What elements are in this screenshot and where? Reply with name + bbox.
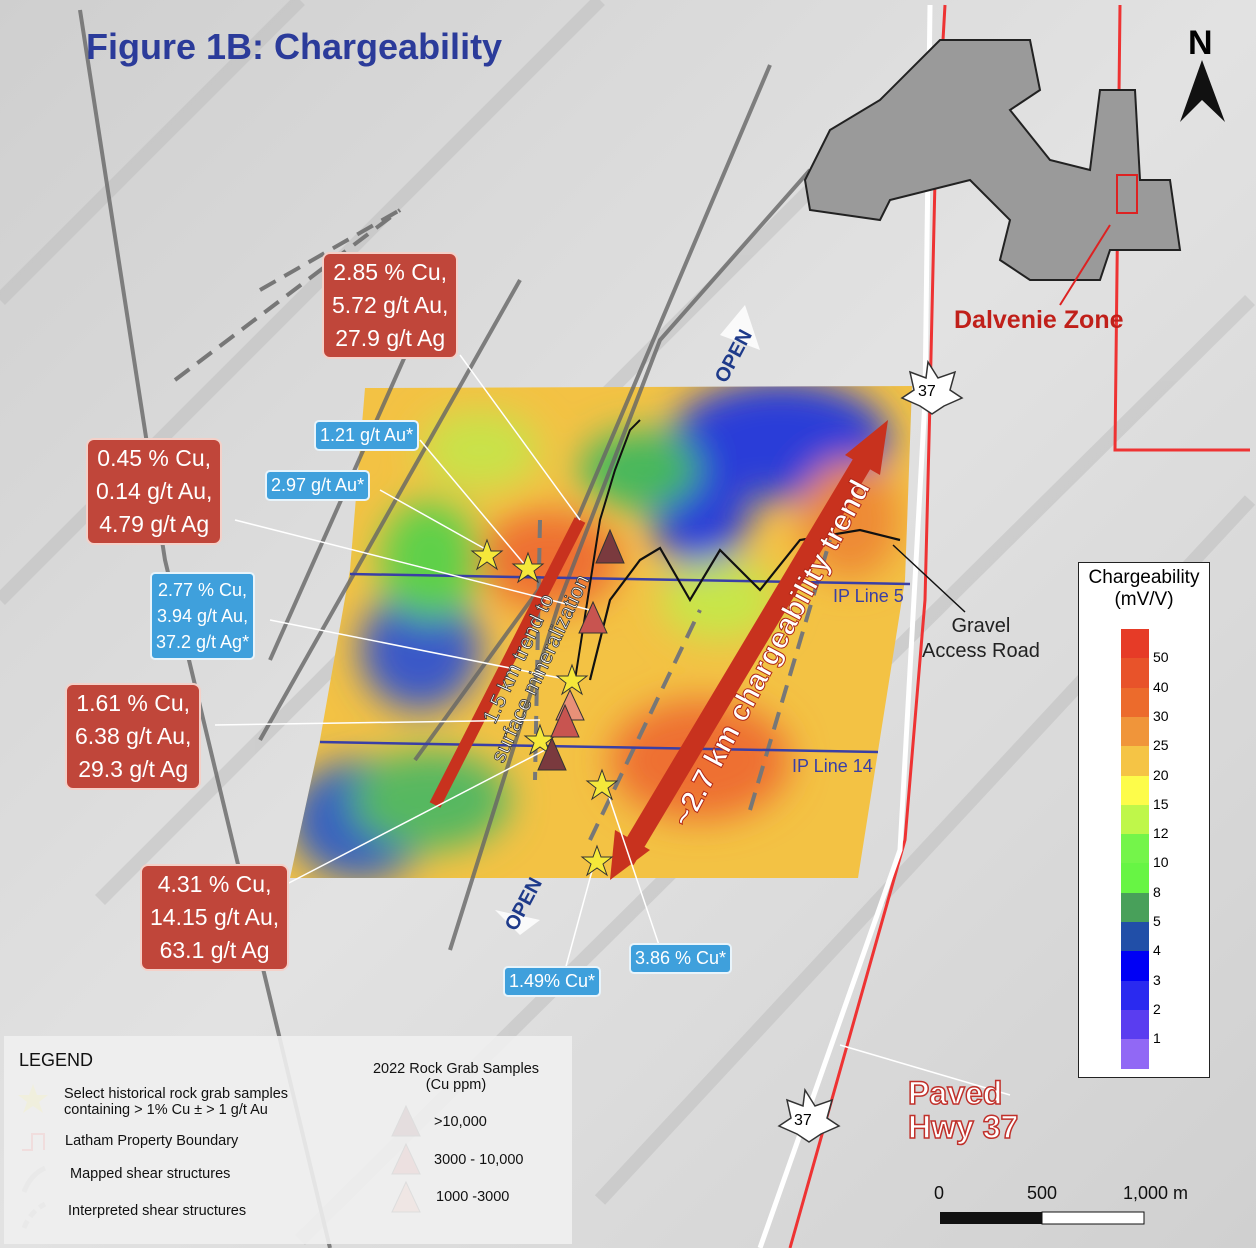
- colorbar-label: 40: [1153, 678, 1169, 695]
- assay-box-red: 2.85 % Cu, 5.72 g/t Au, 27.9 g/t Ag: [322, 252, 459, 359]
- zone-label: Dalvenie Zone: [954, 306, 1124, 334]
- assay-line: 2.77 % Cu,: [158, 580, 248, 600]
- assay-line: 4.79 g/t Ag: [99, 511, 210, 537]
- assay-line: 0.45 % Cu,: [97, 445, 212, 471]
- colorbar-segment: [1121, 1009, 1149, 1040]
- colorbar-label: 2: [1153, 1000, 1161, 1017]
- assay-box-red: 4.31 % Cu, 14.15 g/t Au, 63.1 g/t Ag: [140, 864, 290, 971]
- assay-line: 0.14 g/t Au,: [96, 478, 213, 504]
- colorbar-segment: [1121, 892, 1149, 923]
- road-label-line: Access Road: [922, 640, 1040, 662]
- assay-line: 3.94 g/t Au,: [157, 606, 249, 626]
- colorbar-segment: [1121, 863, 1149, 894]
- sample-class-label: 3000 - 10,000: [434, 1152, 524, 1168]
- colorbar-segment: [1121, 980, 1149, 1011]
- figure-title: Figure 1B: Chargeability: [86, 26, 503, 67]
- colorbar-segment: [1121, 951, 1149, 982]
- scale-label: 0: [934, 1183, 945, 1203]
- chargeability-trend-arrow: [610, 420, 888, 880]
- assay-line: 5.72 g/t Au,: [332, 292, 449, 318]
- historical-sample-stars: [470, 538, 619, 877]
- assay-line: 14.15 g/t Au,: [150, 904, 280, 930]
- assay-box-blue: 1.21 g/t Au*: [314, 420, 420, 451]
- assay-line: 37.2 g/t Ag*: [156, 632, 250, 652]
- colorbar-label: 25: [1153, 737, 1169, 754]
- assay-box-blue: 1.49% Cu*: [503, 966, 602, 997]
- colorbar-title: Chargeability(mV/V): [1079, 567, 1209, 611]
- colorbar-segment: [1121, 687, 1149, 718]
- assay-box-blue: 2.97 g/t Au*: [265, 470, 371, 501]
- road-label-line: Gravel: [951, 615, 1011, 637]
- assay-line: 29.3 g/t Ag: [78, 756, 189, 782]
- highway-label-line: Hwy 37: [907, 1109, 1019, 1145]
- colorbar-segment: [1121, 1039, 1149, 1069]
- colorbar-title-line: Chargeability: [1088, 567, 1200, 588]
- assay-line: 2.85 % Cu,: [333, 259, 448, 285]
- ip-line-label: IP Line 5: [833, 586, 904, 606]
- shield-number: 37: [794, 1112, 812, 1129]
- samples-title-line: 2022 Rock Grab Samples: [372, 1061, 540, 1077]
- colorbar-label: 20: [1153, 766, 1169, 783]
- assay-box-blue: 2.77 % Cu, 3.94 g/t Au, 37.2 g/t Ag*: [150, 572, 256, 660]
- colorbar-label: 3: [1153, 971, 1161, 988]
- legend-label: containing > 1% Cu ± > 1 g/t Au: [64, 1102, 268, 1118]
- legend-interpreted-shear-label: Interpreted shear structures: [68, 1203, 247, 1219]
- assay-box-blue: 3.86 % Cu*: [629, 943, 733, 974]
- highway-shield-icon: [777, 359, 964, 1143]
- colorbar-label: 5: [1153, 913, 1161, 929]
- colorbar-segment: [1121, 775, 1149, 806]
- assay-line: 4.31 % Cu,: [157, 871, 272, 897]
- colorbar-segment: [1121, 629, 1149, 659]
- colorbar-segment: [1121, 746, 1149, 776]
- legend-panel: LEGEND Select historical rock grab sampl…: [4, 1036, 572, 1244]
- colorbar-title-line: (mV/V): [1114, 589, 1174, 610]
- legend-boundary-label: Latham Property Boundary: [65, 1133, 239, 1149]
- assay-line: 1.61 % Cu,: [76, 690, 191, 716]
- ip-line-label: IP Line 14: [792, 756, 873, 776]
- colorbar-segment: [1121, 804, 1149, 835]
- colorbar-segment: [1121, 834, 1149, 864]
- colorbar-segment: [1121, 922, 1149, 952]
- highway-label-line: Paved: [907, 1075, 1003, 1111]
- colorbar-label: 10: [1153, 854, 1169, 871]
- scale-label: 1,000 m: [1123, 1183, 1189, 1203]
- chargeability-grid: [290, 386, 912, 878]
- colorbar-label: 4: [1153, 942, 1161, 959]
- north-arrow-icon: [1180, 60, 1225, 122]
- samples-title-line: (Cu ppm): [425, 1077, 487, 1093]
- colorbar-label: 50: [1153, 649, 1169, 666]
- assay-line: 27.9 g/t Ag: [335, 325, 446, 351]
- colorbar-label: 12: [1153, 825, 1169, 842]
- colorbar-label: 15: [1153, 795, 1169, 812]
- assay-box-red: 1.61 % Cu, 6.38 g/t Au, 29.3 g/t Ag: [65, 683, 202, 790]
- sample-class-label: >10,000: [434, 1114, 487, 1130]
- samples-title: 2022 Rock Grab Samples(Cu ppm): [366, 1061, 546, 1093]
- shield-number: 37: [918, 383, 936, 400]
- legend-label: Select historical rock grab samples: [64, 1086, 289, 1102]
- colorbar-segment: [1121, 716, 1149, 747]
- sample-class-label: 1000 -3000: [436, 1189, 510, 1205]
- legend-mapped-shear-label: Mapped shear structures: [70, 1166, 231, 1182]
- colorbar-segment: [1121, 658, 1149, 689]
- colorbar-label: 8: [1153, 883, 1161, 900]
- assay-line: 6.38 g/t Au,: [75, 723, 192, 749]
- scale-label: 500: [1027, 1183, 1058, 1203]
- colorbar-label: 30: [1153, 707, 1169, 724]
- assay-line: 63.1 g/t Ag: [159, 937, 270, 963]
- colorbar-label: 1: [1153, 1030, 1161, 1047]
- assay-box-red: 0.45 % Cu, 0.14 g/t Au, 4.79 g/t Ag: [86, 438, 223, 545]
- north-label: N: [1188, 24, 1213, 62]
- legend-title: LEGEND: [19, 1050, 94, 1070]
